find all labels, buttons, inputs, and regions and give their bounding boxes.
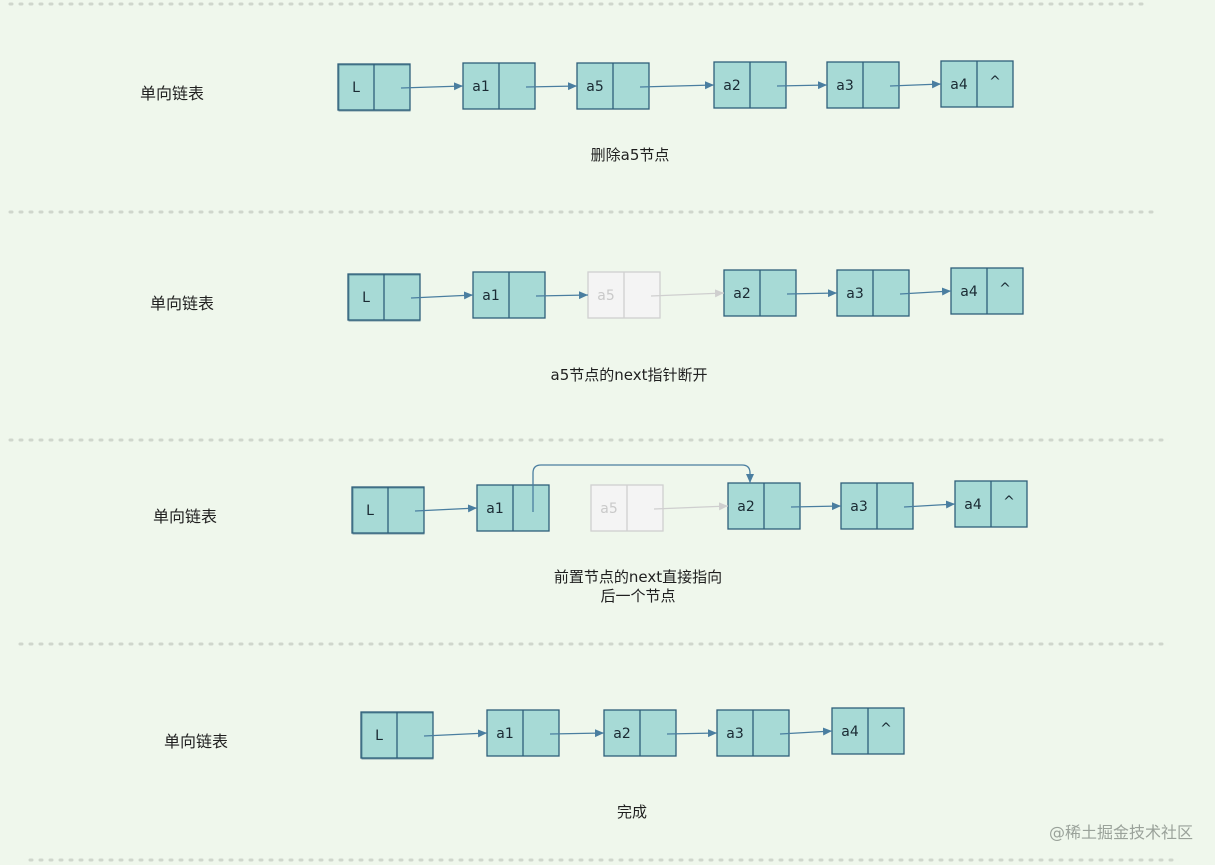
node-value: a3 — [726, 726, 744, 742]
node-value: a4 — [841, 724, 859, 740]
next-pointer-arrow — [889, 80, 942, 89]
node-value: L — [375, 728, 383, 744]
node-value: a2 — [723, 78, 741, 94]
list-node-a5: a5 — [587, 271, 661, 319]
node-value: a2 — [737, 499, 755, 515]
node-value: a4 — [964, 497, 982, 513]
next-pointer-arrow — [525, 82, 578, 91]
list-node-a5: a5 — [576, 62, 650, 110]
list-node-a1: a1 — [476, 484, 550, 532]
step-caption: a5节点的next指针断开 — [551, 366, 708, 385]
list-node-a1: a1 — [472, 271, 546, 319]
node-next-null: ^ — [989, 74, 1001, 90]
list-node-l: L — [351, 486, 425, 535]
list-node-a3: a3 — [716, 709, 790, 757]
next-pointer-arrow — [414, 504, 478, 513]
list-node-a3: a3 — [836, 269, 910, 317]
step-caption: 前置节点的next直接指向 后一个节点 — [554, 568, 722, 606]
list-node-a2: a2 — [727, 482, 801, 530]
node-value: a1 — [472, 79, 490, 95]
node-value: a3 — [850, 499, 868, 515]
node-next-null: ^ — [999, 281, 1011, 297]
list-node-a2: a2 — [603, 709, 677, 757]
broken-pointer-arrow — [653, 502, 729, 511]
list-node-a3: a3 — [826, 61, 900, 109]
node-value: a3 — [846, 286, 864, 302]
next-pointer-arrow — [786, 289, 838, 298]
node-value: a2 — [733, 286, 751, 302]
node-next-null: ^ — [1003, 494, 1015, 510]
next-pointer-arrow — [899, 287, 952, 296]
list-node-a4: a4 ^ — [831, 707, 905, 755]
row-separators — [8, 2, 1177, 862]
list-node-l: L — [347, 273, 421, 322]
node-value: L — [366, 503, 374, 519]
next-pointer-arrow — [410, 291, 474, 300]
watermark: @稀土掘金技术社区 — [1048, 823, 1193, 842]
node-next-null: ^ — [880, 721, 892, 737]
rerouted-next-pointer-arrow — [532, 464, 754, 512]
list-node-a4: a4 ^ — [954, 480, 1028, 528]
list-node-a4: a4 ^ — [950, 267, 1024, 315]
list-node-a1: a1 — [462, 62, 536, 110]
row-label: 单向链表 — [150, 294, 215, 313]
caption-line: 删除a5节点 — [590, 146, 670, 164]
next-pointer-arrow — [400, 82, 464, 91]
caption-line: 后一个节点 — [600, 587, 676, 605]
list-node-l: L — [337, 63, 411, 112]
next-pointer-arrow — [903, 500, 956, 509]
node-value: a2 — [613, 726, 631, 742]
list-node-a2: a2 — [713, 61, 787, 109]
next-pointer-arrow — [790, 502, 842, 511]
row-label: 单向链表 — [164, 732, 229, 751]
list-node-a3: a3 — [840, 482, 914, 530]
node-value: a3 — [836, 78, 854, 94]
list-node-a2: a2 — [723, 269, 797, 317]
next-pointer-arrow — [776, 81, 828, 90]
node-value: L — [362, 290, 370, 306]
list-node-l: L — [360, 711, 434, 760]
node-value: a5 — [586, 79, 604, 95]
node-value: a5 — [597, 288, 615, 304]
broken-pointer-arrow — [650, 289, 725, 298]
node-value: a4 — [950, 77, 968, 93]
next-pointer-arrow — [639, 81, 715, 90]
node-value: L — [352, 80, 360, 96]
next-pointer-arrow — [549, 729, 605, 738]
node-value: a5 — [600, 501, 618, 517]
caption-line: 完成 — [616, 803, 648, 821]
node-value: a4 — [960, 284, 978, 300]
list-node-a5: a5 — [590, 484, 664, 532]
next-pointer-arrow — [535, 291, 589, 300]
node-value: a1 — [482, 288, 500, 304]
next-pointer-arrow — [779, 727, 833, 736]
next-pointer-arrow — [423, 729, 488, 738]
row-label: 单向链表 — [140, 84, 205, 103]
caption-line: 前置节点的next直接指向 — [553, 568, 723, 586]
node-value: a1 — [486, 501, 504, 517]
step-caption: 删除a5节点 — [591, 146, 670, 165]
list-node-a4: a4 ^ — [940, 60, 1014, 108]
step-caption: 完成 — [617, 803, 647, 822]
next-pointer-arrow — [666, 729, 718, 738]
node-value: a1 — [496, 726, 514, 742]
caption-line: a5节点的next指针断开 — [550, 366, 708, 384]
list-node-a1: a1 — [486, 709, 560, 757]
row-label: 单向链表 — [153, 507, 218, 526]
